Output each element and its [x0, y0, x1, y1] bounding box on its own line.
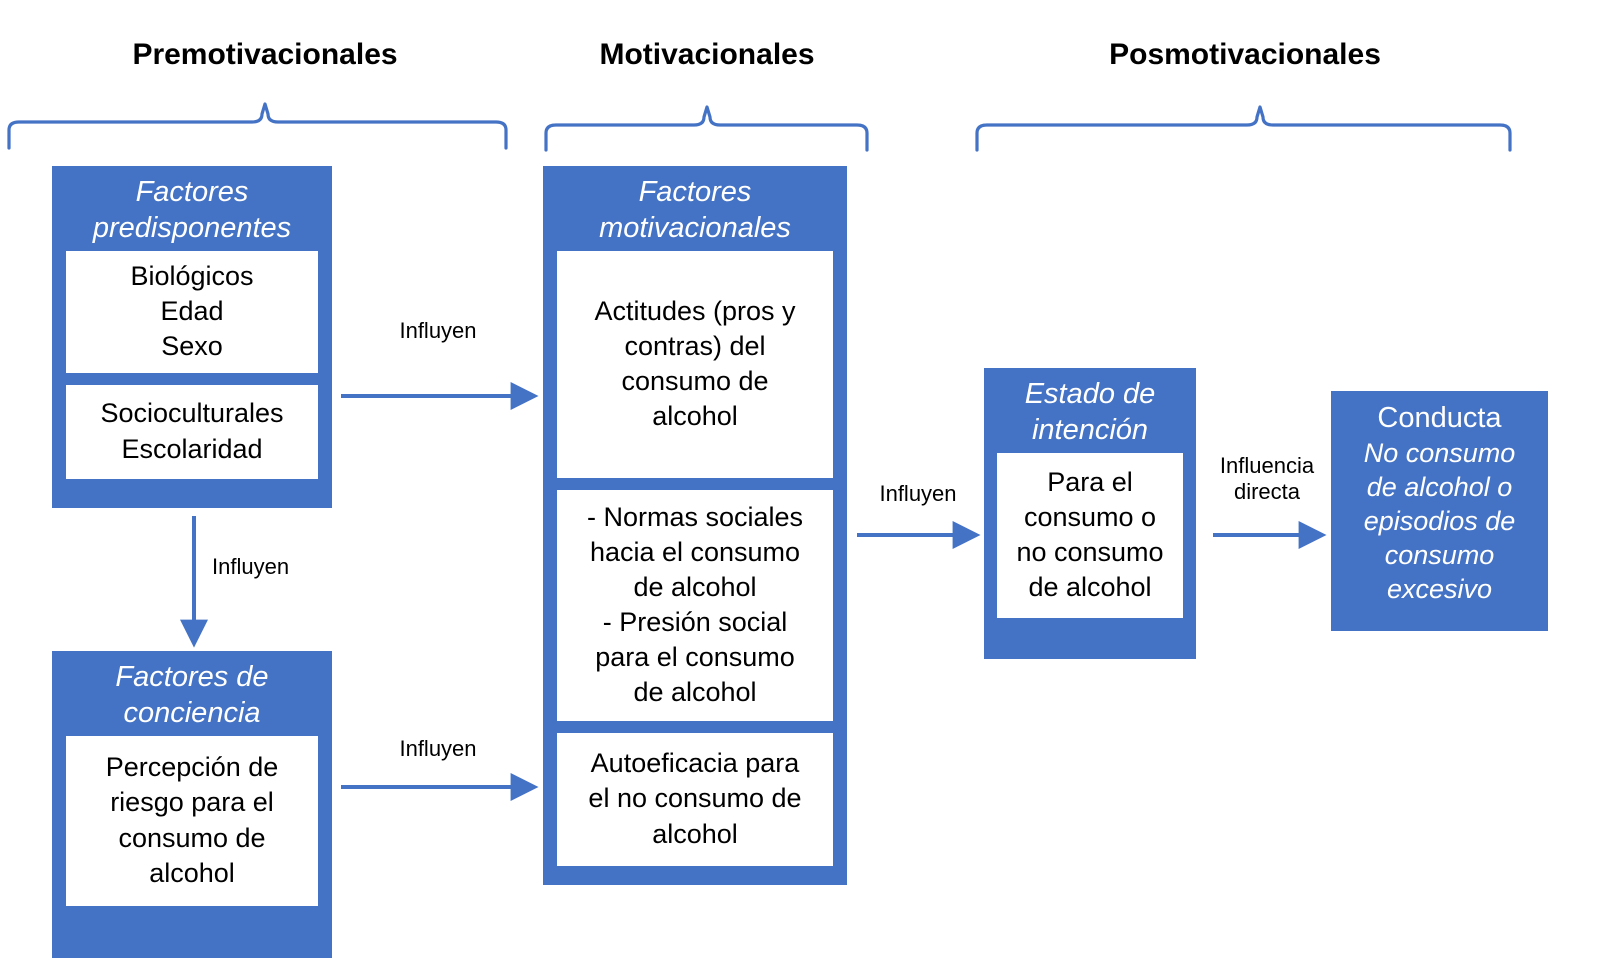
edge-label-predisponentes-to-motivacionales: Influyen	[399, 318, 477, 343]
heading-line: Estado de	[1024, 378, 1156, 410]
subpanel-line: Escolaridad	[121, 433, 263, 464]
brace-posmotivacionales	[975, 105, 1512, 152]
heading-line: Factores	[135, 176, 249, 208]
subpanel-percepcion-riesgo[interactable]: Percepción de riesgo para el consumo de …	[66, 735, 318, 906]
subpanel-line: Autoeficacia para	[590, 748, 800, 779]
subpanel-line: hacia el consumo	[589, 536, 801, 567]
subtitle-line: No consumo	[1363, 437, 1516, 468]
node-factores-conciencia[interactable]: Factores de conciencia Percepción de rie…	[52, 651, 332, 958]
heading-line: predisponentes	[92, 212, 292, 245]
phase-title-motivacionales: Motivacionales	[599, 38, 815, 71]
subpanel-socioculturales[interactable]: Socioculturales Escolaridad	[66, 384, 318, 479]
subpanel-actitudes[interactable]: Actitudes (pros y contras) del consumo d…	[557, 250, 833, 478]
node-heading-factores-conciencia: Factores de conciencia	[52, 651, 332, 736]
subpanel-line: Para el	[1047, 466, 1133, 497]
edge-label-intencion-to-conducta: Influencia directa	[1207, 453, 1327, 505]
subpanel-line: Sexo	[161, 331, 223, 362]
node-factores-motivacionales[interactable]: Factores motivacionales Actitudes (pros …	[543, 166, 847, 885]
subtitle-line: excesivo	[1386, 573, 1493, 604]
subtitle-line: consumo	[1384, 539, 1495, 570]
brace-premotivacionales	[7, 102, 508, 150]
subpanel-line: contras) del	[624, 330, 766, 361]
heading-line: intención	[1031, 414, 1149, 447]
subpanel-line: alcohol	[149, 857, 235, 888]
subpanel-line: Socioculturales	[100, 398, 284, 429]
node-heading-factores-motivacionales: Factores motivacionales	[543, 166, 847, 251]
node-factores-predisponentes[interactable]: Factores predisponentes Biológicos Edad …	[52, 166, 332, 508]
subpanel-line: - Presión social	[602, 607, 788, 637]
subpanel-line: de alcohol	[1028, 572, 1152, 603]
heading-line: Factores	[638, 176, 752, 208]
subpanel-line: consumo de	[118, 822, 266, 853]
edge-label-motivacionales-to-intencion: Influyen	[879, 481, 957, 506]
subpanel-line: de alcohol	[633, 677, 757, 708]
node-subtitle-conducta: No consumo de alcohol o episodios de con…	[1364, 436, 1516, 606]
subtitle-line: episodios de	[1363, 505, 1516, 536]
subpanel-line: el no consumo de	[588, 783, 802, 814]
node-heading-conducta: Conducta	[1377, 402, 1502, 434]
phase-title-posmotivacionales: Posmotivacionales	[1109, 38, 1381, 71]
subpanel-line: Biológicos	[130, 260, 254, 291]
subpanel-line: para el consumo	[595, 642, 795, 673]
subpanel-autoeficacia[interactable]: Autoeficacia para el no consumo de alcoh…	[557, 732, 833, 866]
subpanel-line: - Normas sociales	[586, 501, 804, 532]
heading-line: conciencia	[123, 697, 261, 730]
subtitle-line: de alcohol o	[1366, 471, 1513, 502]
edge-label-conciencia-to-motivacionales: Influyen	[399, 736, 477, 761]
edge-label-line: Influencia	[1219, 453, 1315, 478]
subpanel-line: de alcohol	[633, 571, 757, 602]
edge-label-predisponentes-to-conciencia: Influyen	[212, 554, 290, 579]
subpanel-para-el-consumo[interactable]: Para el consumo o no consumo de alcohol	[997, 452, 1183, 618]
heading-line: Factores de	[115, 661, 269, 693]
subpanel-line: alcohol	[652, 818, 738, 849]
phase-title-premotivacionales: Premotivacionales	[132, 38, 398, 71]
brace-motivacionales	[544, 105, 869, 152]
node-heading-factores-predisponentes: Factores predisponentes	[52, 166, 332, 251]
subpanel-line: Actitudes (pros y	[594, 295, 796, 326]
node-estado-intencion[interactable]: Estado de intención Para el consumo o no…	[984, 368, 1196, 659]
subpanel-normas-presion[interactable]: - Normas sociales hacia el consumo de al…	[557, 489, 833, 721]
node-heading-estado-intencion: Estado de intención	[984, 368, 1196, 453]
subpanel-line: riesgo para el	[110, 787, 274, 818]
subpanel-line: consumo o	[1023, 501, 1157, 532]
subpanel-line: Percepción de	[105, 752, 279, 783]
subpanel-biologicos[interactable]: Biológicos Edad Sexo	[66, 250, 318, 373]
edge-label-line: directa	[1233, 478, 1301, 504]
subpanel-line: Edad	[160, 295, 224, 326]
node-conducta[interactable]: Conducta No consumo de alcohol o episodi…	[1331, 391, 1548, 631]
subpanel-line: alcohol	[652, 401, 738, 432]
heading-line: motivacionales	[599, 212, 791, 245]
subpanel-line: no consumo	[1016, 537, 1164, 567]
subpanel-line: consumo de	[621, 366, 769, 396]
